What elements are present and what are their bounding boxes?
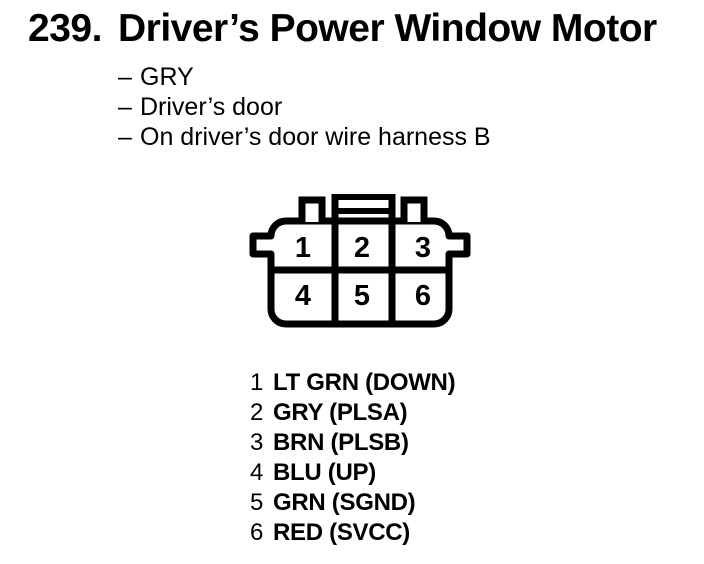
pin-number-2: 2 xyxy=(354,232,370,264)
pin-number-1: 1 xyxy=(295,232,311,264)
page-title: Driver’s Power Window Motor xyxy=(118,7,657,50)
legend-wire-label: RED (SVCC) xyxy=(273,519,411,546)
detail-label: GRY xyxy=(140,63,194,91)
legend-wire-label: GRY (PLSA) xyxy=(273,399,408,426)
legend-pin-number: 2 xyxy=(250,399,264,426)
dash-bullet: – xyxy=(118,123,132,151)
legend-row: 2 GRY (PLSA) xyxy=(250,398,455,428)
dash-bullet: – xyxy=(118,93,132,121)
connector-details-list: – GRY – Driver’s door – On driver’s door… xyxy=(118,62,491,152)
legend-pin-number: 5 xyxy=(250,489,264,516)
legend-row: 6 RED (SVCC) xyxy=(250,518,455,548)
legend-wire-label: GRN (SGND) xyxy=(273,489,416,516)
mount-tab-right xyxy=(400,196,428,222)
legend-row: 5 GRN (SGND) xyxy=(250,488,455,518)
legend-pin-number: 1 xyxy=(250,369,264,396)
legend-pin-number: 6 xyxy=(250,519,264,546)
legend-row: 1 LT GRN (DOWN) xyxy=(250,368,456,398)
legend-pin-number: 4 xyxy=(250,459,264,486)
pin-legend: 1 LT GRN (DOWN) 2 GRY (PLSA) 3 BRN (PLSB… xyxy=(250,368,456,548)
item-number: 239. xyxy=(28,7,102,50)
detail-label: On driver’s door wire harness B xyxy=(140,123,491,151)
legend-wire-label: BRN (PLSB) xyxy=(273,429,409,456)
legend-wire-label: BLU (UP) xyxy=(273,459,376,486)
dash-bullet: – xyxy=(118,63,132,91)
legend-row: 4 BLU (UP) xyxy=(250,458,455,488)
pin-number-6: 6 xyxy=(415,280,431,312)
pin-number-5: 5 xyxy=(354,280,370,312)
detail-item-location: – Driver’s door xyxy=(118,92,491,122)
pin-number-4: 4 xyxy=(295,280,311,312)
mount-tab-left xyxy=(298,196,326,222)
legend-pin-number: 3 xyxy=(250,429,264,456)
legend-wire-label: LT GRN (DOWN) xyxy=(273,369,456,396)
pin-number-3: 3 xyxy=(415,232,431,264)
detail-item-harness: – On driver’s door wire harness B xyxy=(118,122,491,152)
detail-label: Driver’s door xyxy=(140,93,283,121)
detail-item-color: – GRY xyxy=(118,62,491,92)
legend-row: 3 BRN (PLSB) xyxy=(250,428,455,458)
